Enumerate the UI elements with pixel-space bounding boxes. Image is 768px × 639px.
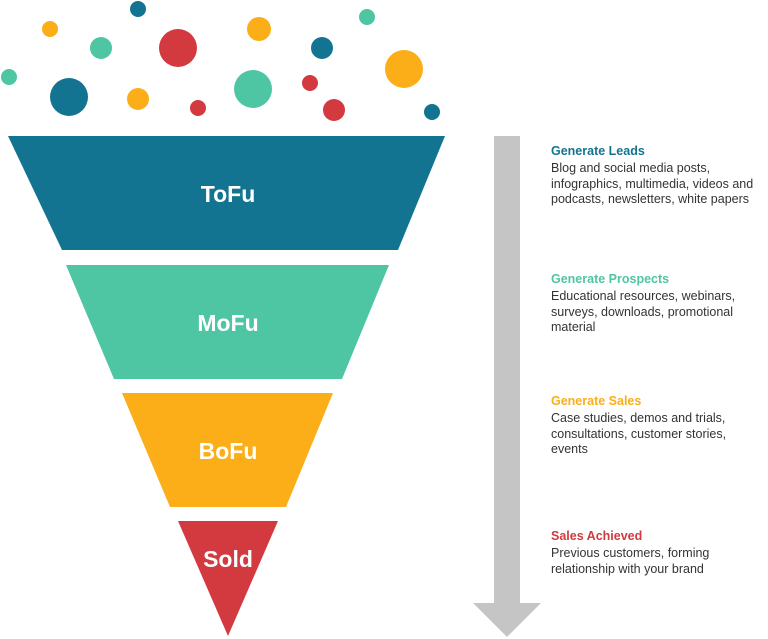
dot	[234, 70, 272, 108]
dot	[323, 99, 345, 121]
stage-description-achieved: Sales Achieved Previous customers, formi…	[551, 528, 768, 577]
stage-title: Sales Achieved	[551, 529, 643, 543]
funnel-tier-mofu	[66, 265, 389, 379]
stage-text-line: events	[551, 442, 588, 456]
funnel-label-sold: Sold	[203, 546, 253, 572]
decorative-dots	[1, 1, 440, 121]
dot	[302, 75, 318, 91]
stage-title: Generate Leads	[551, 144, 645, 158]
dot	[90, 37, 112, 59]
stage-text-line: Educational resources, webinars,	[551, 289, 736, 303]
stage-title: Generate Prospects	[551, 272, 670, 286]
stage-text-line: podcasts, newsletters, white papers	[551, 192, 750, 206]
funnel-tier-bofu	[122, 393, 333, 507]
dot	[190, 100, 206, 116]
stage-text-line: Blog and social media posts,	[551, 161, 711, 175]
dot	[385, 50, 423, 88]
stage-description-leads: Generate Leads Blog and social media pos…	[551, 143, 768, 208]
stage-description-sales: Generate Sales Case studies, demos and t…	[551, 393, 768, 458]
down-arrow	[473, 136, 541, 637]
funnel-tier-sold	[178, 521, 278, 636]
dot	[42, 21, 58, 37]
stage-text-line: surveys, downloads, promotional	[551, 304, 734, 319]
dot	[1, 69, 17, 85]
arrow-head	[473, 603, 541, 637]
dot	[159, 29, 197, 67]
dot	[311, 37, 333, 59]
dot	[50, 78, 88, 116]
stage-text-line: material	[551, 320, 596, 334]
funnel-tier-tofu	[8, 136, 445, 250]
dot	[130, 1, 146, 17]
stage-description-prospects: Generate Prospects Educational resources…	[551, 271, 768, 336]
stage-text-line: Case studies, demos and trials,	[551, 411, 726, 425]
dot	[247, 17, 271, 41]
stage-text-line: consultations, customer stories,	[551, 426, 727, 441]
dot	[127, 88, 149, 110]
stage-text-line: infographics, multimedia, videos and	[551, 176, 754, 191]
dot	[359, 9, 375, 25]
dot	[424, 104, 440, 120]
funnel-label-tofu: ToFu	[201, 181, 256, 207]
stage-title: Generate Sales	[551, 394, 642, 408]
funnel-label-bofu: BoFu	[199, 438, 258, 464]
arrow-shaft	[494, 136, 520, 606]
funnel-label-mofu: MoFu	[197, 310, 258, 336]
stage-text-line: relationship with your brand	[551, 561, 704, 576]
stage-text-line: Previous customers, forming	[551, 546, 710, 560]
